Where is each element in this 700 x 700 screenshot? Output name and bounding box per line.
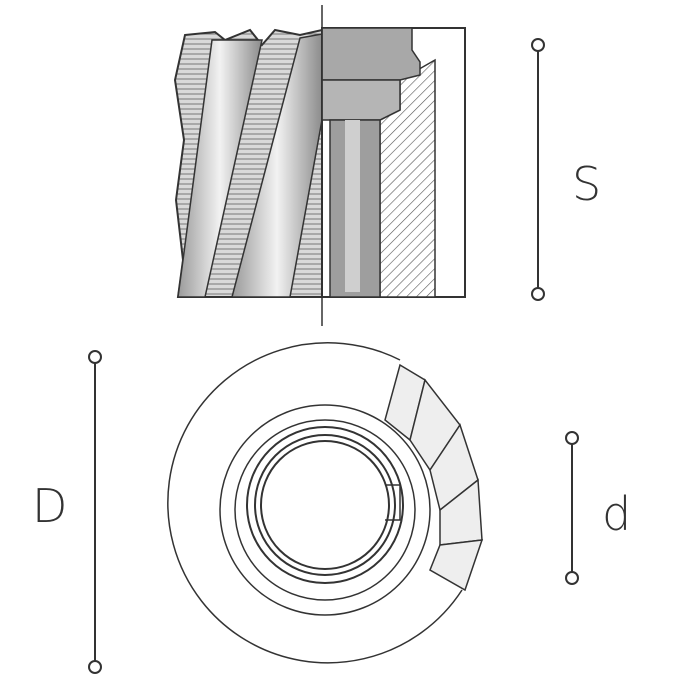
cutter-teeth	[384, 363, 484, 592]
cutter-side-view	[173, 5, 466, 326]
helical-flute	[231, 33, 323, 298]
helical-flute	[177, 39, 263, 298]
section-shoulder	[321, 27, 421, 81]
dimension-d-outer	[88, 350, 102, 674]
tooth	[429, 539, 484, 592]
section-bore-highlight	[345, 120, 360, 292]
section-step	[321, 79, 401, 121]
dimension-endpoint	[565, 571, 579, 585]
dimension-endpoint	[565, 431, 579, 445]
label-d-outer: D	[32, 479, 67, 533]
dimension-d-inner	[565, 431, 579, 585]
dimension-endpoint	[88, 350, 102, 364]
label-s: S	[572, 157, 601, 211]
hub-ring	[219, 404, 431, 616]
bore-ring	[254, 434, 396, 576]
dimension-endpoint	[88, 660, 102, 674]
bore-ring	[246, 426, 404, 584]
cutter-front-view	[167, 342, 484, 664]
dimension-endpoint	[531, 38, 545, 52]
dimension-s	[531, 38, 545, 301]
keyway	[385, 484, 401, 521]
bore-ring	[260, 440, 390, 570]
dimension-endpoint	[531, 287, 545, 301]
hub-ring-inner	[234, 419, 416, 601]
label-d-inner: d	[602, 487, 631, 541]
